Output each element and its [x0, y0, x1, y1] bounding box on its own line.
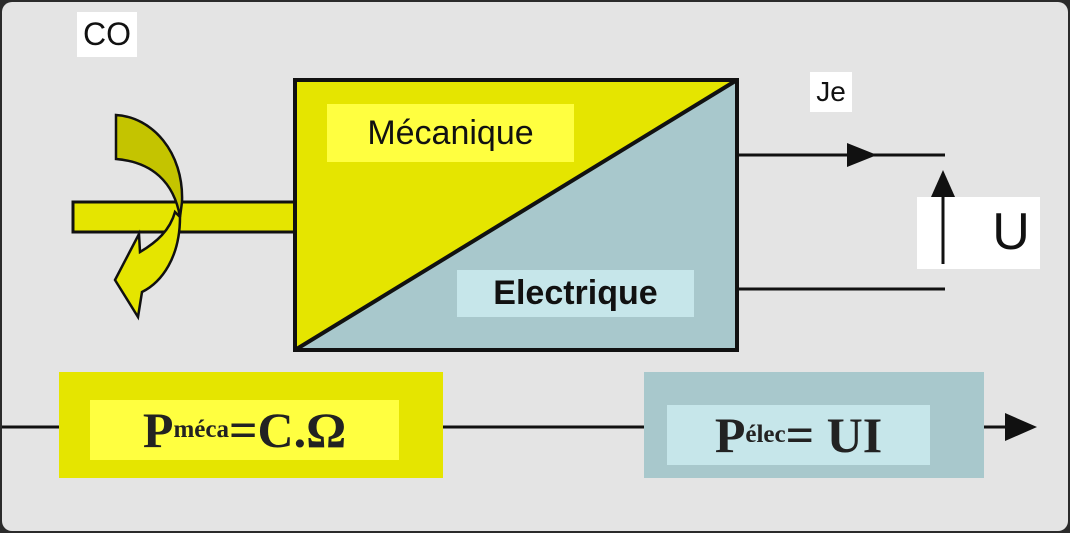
elec-power-subscript: élec — [745, 421, 786, 448]
elec-formula-bg — [667, 405, 930, 465]
current-arrow-icon — [847, 143, 877, 167]
elec-power-rhs: = UI — [785, 407, 883, 463]
converter-box — [293, 78, 739, 352]
elec-power-symbol: P — [714, 407, 746, 463]
torque-label: CO — [77, 12, 137, 57]
mech-power-symbol: P — [142, 402, 174, 458]
mech-formula-bg — [90, 400, 399, 460]
current-label: Je — [810, 72, 852, 112]
rotation-arrow-icon — [114, 113, 184, 218]
rotating-shaft — [71, 200, 299, 234]
power-flow-arrow-icon — [1005, 413, 1037, 441]
electrical-label: Electrique — [457, 270, 694, 317]
rotation-arrow-head-icon — [113, 209, 182, 321]
diagonal-divider — [293, 78, 739, 352]
mech-power-rhs: =C.Ω — [228, 402, 347, 458]
voltage-arrow-head-icon — [931, 170, 955, 197]
voltage-label-bg — [917, 197, 1040, 269]
voltage-label: U — [992, 203, 1030, 261]
mech-power-subscript: méca — [173, 416, 229, 443]
mechanical-label: Mécanique — [327, 104, 574, 162]
